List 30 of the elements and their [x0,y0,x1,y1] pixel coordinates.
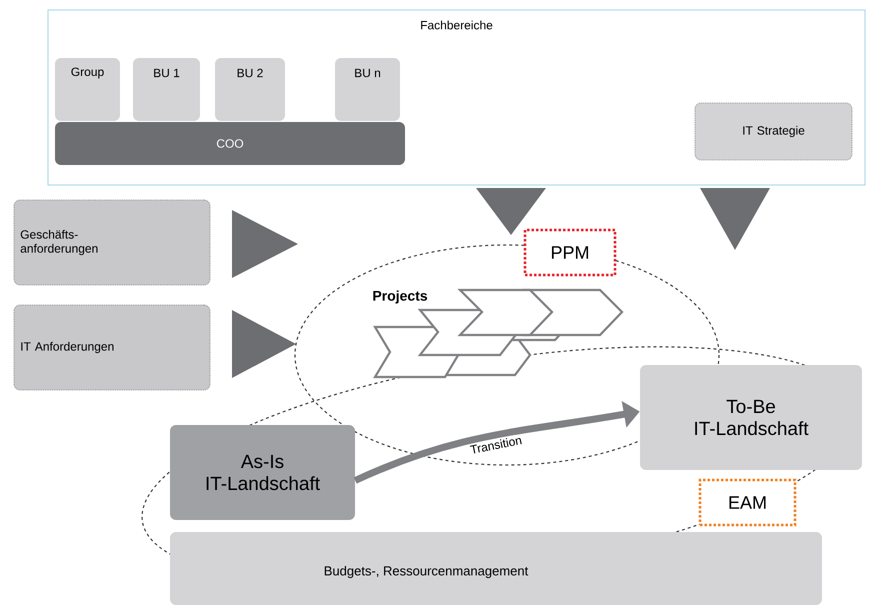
rounded-box [694,102,852,160]
label-text: Fachbereiche [421,20,492,30]
label-text: Geschäfts- anforderungen [20,230,98,256]
rounded-box [14,200,210,286]
label-text: IT Anforderungen [21,342,114,354]
dotted-tag [698,478,796,526]
label-text: EAM [729,496,766,509]
label-text: BU 2 [238,68,263,78]
unit-tab [215,58,285,121]
rounded-box [640,365,862,470]
unit-tab [55,58,120,121]
label-text: COO [216,139,244,148]
label-text: IT Strategie [743,126,804,138]
label-text: Budgets-, Ressourcenmanagement [324,566,528,578]
label-text: To-Be IT-Landschaft [695,400,808,436]
edge-label: Transition [470,438,522,454]
rounded-box [14,304,210,390]
label-text: BU n [355,68,380,78]
projects-drawing [373,288,624,378]
rounded-box [170,425,355,520]
bar [55,122,405,165]
bar [170,532,822,605]
label-text: PPM [552,246,588,259]
heading: Projects [373,290,428,304]
label-text: As-Is IT-Landschaft [206,454,320,490]
unit-tab [335,58,400,121]
dotted-tag [524,228,616,276]
label-text: BU 1 [154,68,180,78]
label-text: Group [71,68,104,78]
unit-tab [133,58,200,121]
